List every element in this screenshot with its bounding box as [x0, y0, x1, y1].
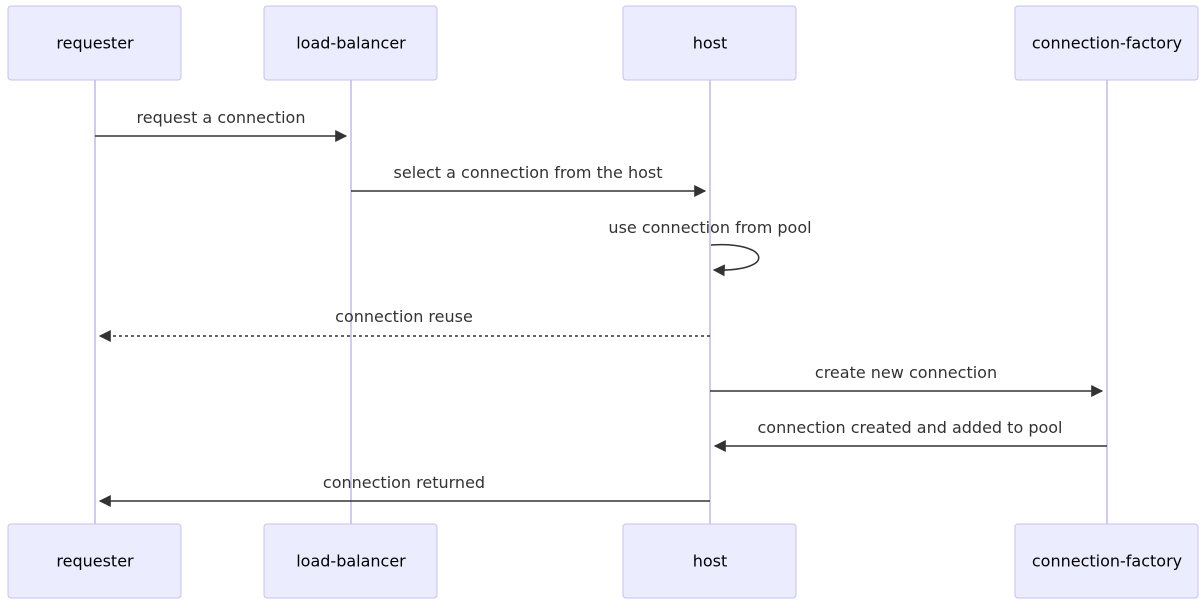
actor-bottom-requester: requester: [7, 523, 182, 599]
self-message-arrow: [710, 243, 760, 277]
actor-label: requester: [56, 34, 134, 53]
actor-label: load-balancer: [296, 34, 406, 53]
message-select-connection: select a connection from the host: [351, 163, 707, 197]
actor-label: load-balancer: [296, 552, 406, 571]
actor-top-host: host: [622, 5, 797, 81]
actor-top-connection-factory: connection-factory: [1014, 5, 1199, 81]
actor-bottom-load-balancer: load-balancer: [263, 523, 438, 599]
message-label: create new connection: [815, 363, 997, 382]
message-connection-created: connection created and added to pool: [713, 418, 1107, 452]
actor-bottom-host: host: [622, 523, 797, 599]
actor-bottom-connection-factory: connection-factory: [1014, 523, 1199, 599]
message-label: connection reuse: [335, 307, 473, 326]
message-label: request a connection: [137, 108, 306, 127]
actor-label: requester: [56, 552, 134, 571]
message-use-connection-from-pool: use connection from pool: [608, 218, 812, 277]
message-label: select a connection from the host: [394, 163, 663, 182]
actor-label: connection-factory: [1032, 552, 1182, 571]
message-label: connection created and added to pool: [758, 418, 1063, 437]
message-connection-returned: connection returned: [98, 473, 710, 507]
message-create-new-connection: create new connection: [710, 363, 1104, 397]
message-label: connection returned: [323, 473, 485, 492]
actor-label: host: [693, 552, 728, 571]
actor-top-requester: requester: [7, 5, 182, 81]
message-connection-reuse: connection reuse: [98, 307, 710, 342]
message-label: use connection from pool: [608, 218, 811, 237]
message-request-connection: request a connection: [95, 108, 348, 142]
actor-label: host: [693, 34, 728, 53]
actor-top-load-balancer: load-balancer: [263, 5, 438, 81]
actor-label: connection-factory: [1032, 34, 1182, 53]
